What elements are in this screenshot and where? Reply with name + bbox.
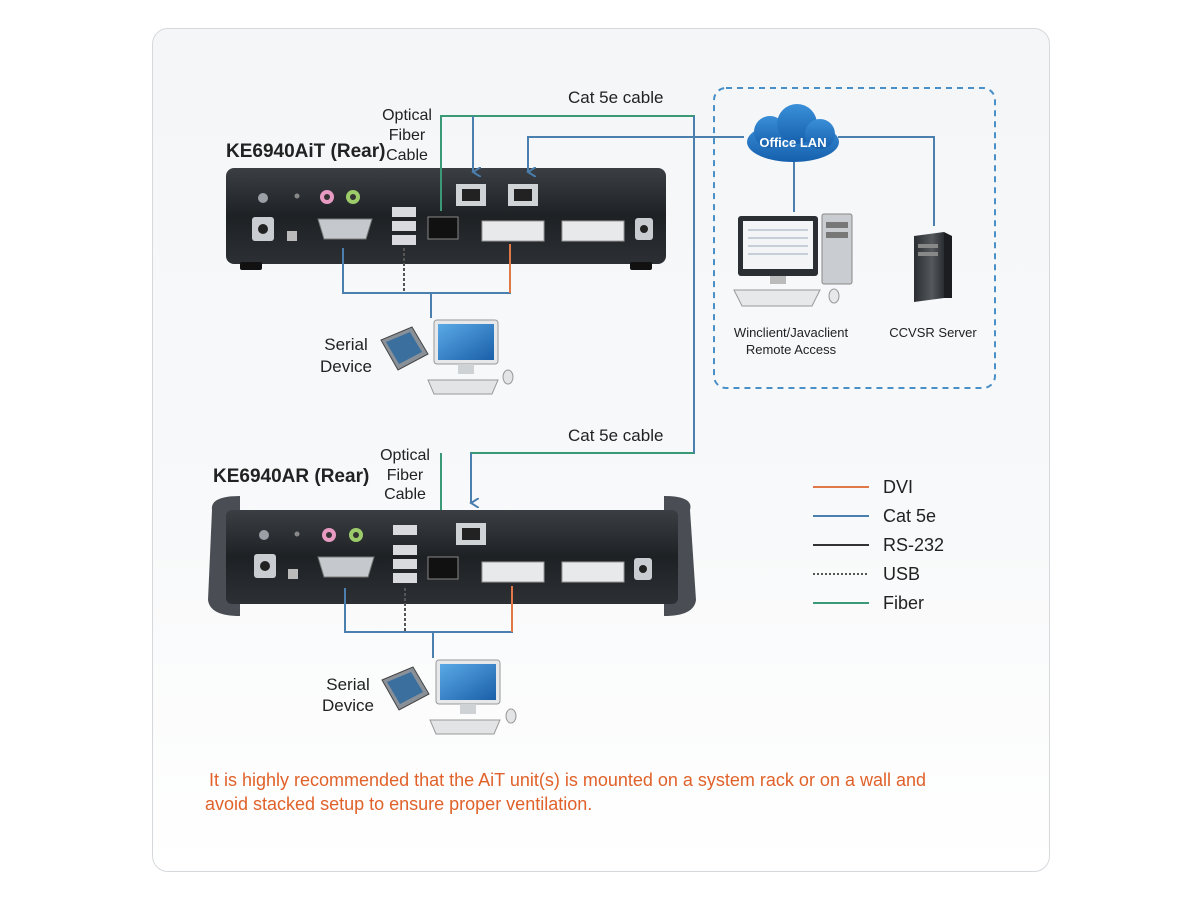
note-line-2: avoid stacked setup to ensure proper ven… bbox=[205, 794, 593, 814]
svg-text:Serial: Serial bbox=[324, 335, 367, 354]
svg-text:Cat 5e: Cat 5e bbox=[883, 506, 936, 526]
svg-text:Device: Device bbox=[322, 696, 374, 715]
cloud-label: Office LAN bbox=[759, 135, 826, 150]
receiver-title: KE6940AR (Rear) bbox=[213, 466, 369, 487]
usb-port-icon bbox=[392, 221, 416, 231]
serial-device-top: Serial Device bbox=[320, 319, 514, 395]
fiber-port-icon bbox=[427, 216, 459, 240]
dvi-port-icon bbox=[481, 220, 545, 242]
ground-icon bbox=[259, 530, 269, 540]
optical-fiber-label-bottom: Optical Fiber Cable bbox=[380, 447, 430, 503]
rs232-port-icon bbox=[317, 218, 373, 240]
keyboard-icon bbox=[427, 379, 499, 395]
client-label: Winclient/Javaclient bbox=[734, 325, 849, 340]
transmitter-unit: KE6940AiT (Rear) bbox=[226, 141, 666, 270]
svg-text:DVI: DVI bbox=[883, 477, 913, 497]
usb-port-icon bbox=[392, 235, 416, 245]
switch-icon bbox=[287, 231, 297, 241]
svg-text:Cable: Cable bbox=[384, 486, 426, 503]
svg-text:Cable: Cable bbox=[386, 147, 428, 164]
svg-text:Serial: Serial bbox=[326, 675, 369, 694]
cloud-icon bbox=[747, 104, 839, 162]
dvi-port-icon bbox=[561, 561, 625, 583]
legend-item-fiber: Fiber bbox=[813, 593, 924, 613]
legend-item-dvi: DVI bbox=[813, 477, 913, 497]
note-line-1: It is highly recommended that the AiT un… bbox=[209, 770, 927, 790]
usb-port-icon bbox=[392, 207, 416, 217]
client-pc-icon bbox=[733, 213, 853, 307]
optical-fiber-label-top: Optical Fiber Cable bbox=[382, 107, 432, 164]
fiber-port-icon bbox=[427, 556, 459, 580]
legend-item-rs232: RS-232 bbox=[813, 535, 944, 555]
legend-item-cat5e: Cat 5e bbox=[813, 506, 936, 526]
ground-icon bbox=[258, 193, 268, 203]
svg-text:USB: USB bbox=[883, 564, 920, 584]
svg-text:Fiber: Fiber bbox=[387, 467, 424, 484]
transmitter-chassis bbox=[226, 168, 666, 264]
dvi-port-icon bbox=[481, 561, 545, 583]
dvi-port-icon bbox=[561, 220, 625, 242]
client-label-line2: Remote Access bbox=[746, 342, 837, 357]
mouse-icon bbox=[502, 369, 514, 385]
svg-text:Fiber: Fiber bbox=[883, 593, 924, 613]
usb-port-icon bbox=[393, 545, 417, 555]
legend-item-usb: USB bbox=[813, 564, 920, 584]
keyboard-icon bbox=[429, 719, 501, 735]
svg-text:Optical: Optical bbox=[380, 447, 430, 464]
receiver-unit: KE6940AR (Rear) bbox=[208, 466, 696, 616]
usb-port-icon bbox=[393, 559, 417, 569]
server-label: CCVSR Server bbox=[889, 325, 977, 340]
svg-text:Device: Device bbox=[320, 357, 372, 376]
switch-icon bbox=[288, 569, 298, 579]
usb-port-icon bbox=[393, 573, 417, 583]
serial-device-bottom: Serial Device bbox=[322, 659, 517, 735]
transmitter-title: KE6940AiT (Rear) bbox=[226, 141, 385, 162]
mouse-icon bbox=[505, 708, 517, 724]
usb-port-icon bbox=[393, 525, 417, 535]
svg-text:Fiber: Fiber bbox=[389, 127, 426, 144]
ventilation-note: It is highly recommended that the AiT un… bbox=[205, 768, 995, 816]
rs232-port-icon bbox=[317, 556, 375, 578]
svg-text:RS-232: RS-232 bbox=[883, 535, 944, 555]
cat5e-label-top: Cat 5e cable bbox=[568, 88, 663, 107]
server-tower-icon bbox=[914, 232, 952, 302]
svg-text:Optical: Optical bbox=[382, 107, 432, 124]
legend: DVI Cat 5e RS-232 USB Fiber bbox=[813, 477, 944, 613]
network-group: Office LAN Winclient/Javaclient Remote A… bbox=[713, 87, 996, 389]
cat5e-label-bottom: Cat 5e cable bbox=[568, 426, 663, 445]
receiver-connections bbox=[344, 586, 513, 658]
